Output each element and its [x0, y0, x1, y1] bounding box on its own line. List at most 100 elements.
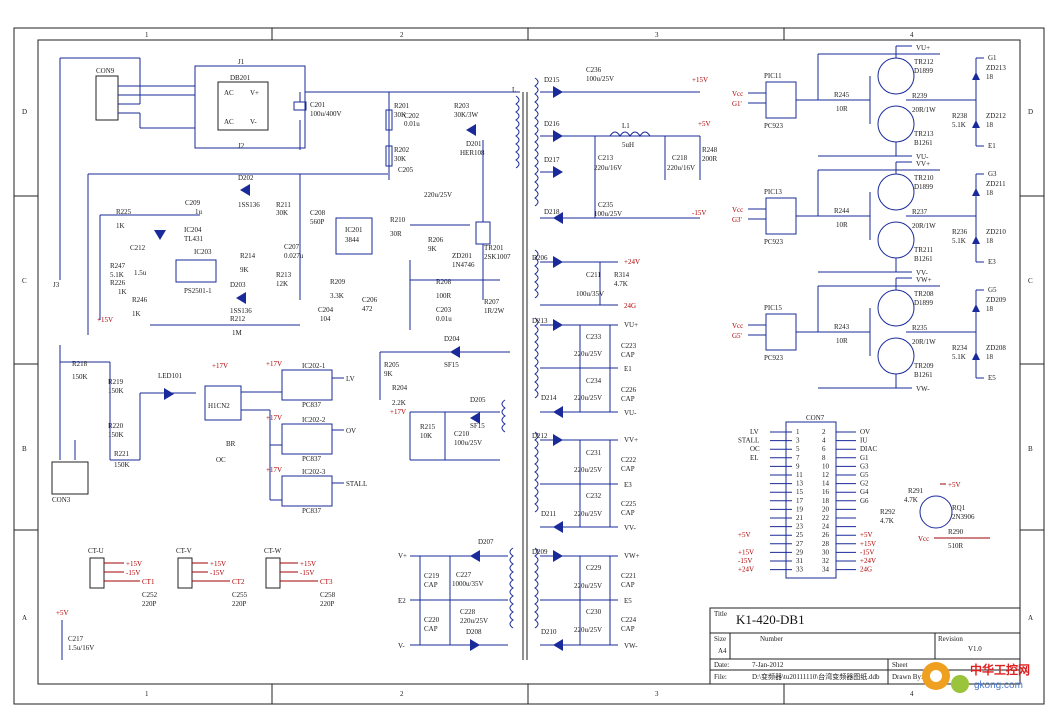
- rb-value: 5.1K: [952, 121, 966, 129]
- c252-label: C252: [142, 591, 158, 599]
- con7-section: CON7 1LV3STALL5OC7EL91113151719212325+5V…: [738, 414, 990, 579]
- zd-top-value: 18: [986, 73, 994, 81]
- plus17-ic2: +17V: [266, 414, 282, 422]
- con7-pin-left: 31: [796, 557, 804, 565]
- ct-w-connector: [265, 557, 281, 589]
- con7-pin-right: 34: [822, 566, 830, 574]
- c255-value: 220P: [232, 600, 247, 608]
- ic202-1-label: IC202-1: [302, 362, 326, 370]
- rin-value: 10R: [836, 337, 848, 345]
- c223-value: CAP: [621, 351, 635, 359]
- con7-pin-left: 23: [796, 523, 804, 531]
- plus15-rail: +15V: [692, 76, 708, 84]
- file-label: File:: [714, 673, 727, 681]
- ic201-value: 3844: [345, 236, 360, 244]
- outer-frame: [13, 27, 1045, 705]
- db201-vminus: V-: [250, 118, 257, 126]
- c221-value: CAP: [621, 581, 635, 589]
- con7-net-left: +5V: [738, 531, 751, 539]
- c221-label: C221: [621, 572, 637, 580]
- ct-w-plus15: +15V: [300, 560, 316, 568]
- ct-u-connector: [89, 557, 105, 589]
- grid-col-3b: 3: [655, 690, 659, 698]
- r213-label: R213: [276, 271, 292, 279]
- tr-bot-value: B1261: [914, 255, 933, 263]
- rg-value: 20R/1W: [912, 222, 936, 230]
- size-label: Size: [714, 635, 726, 643]
- tr-top-label: TR210: [914, 174, 934, 182]
- c226-value: CAP: [621, 395, 635, 403]
- con7-net-right: G1: [860, 454, 869, 462]
- grid-row-a-r: A: [1028, 614, 1033, 622]
- r201-label: R201: [394, 102, 410, 110]
- r292-label: R292: [880, 508, 896, 516]
- con7-pin-left: 3: [796, 437, 800, 445]
- c231-label: C231: [586, 449, 602, 457]
- vp-rail: V+: [398, 552, 407, 560]
- con7-pin-right: 10: [822, 462, 830, 470]
- c230-value: 220u/25V: [574, 626, 602, 634]
- c203-value: 0.01u: [436, 315, 452, 323]
- grid-row-d-r: D: [1028, 108, 1033, 116]
- gate-output-net: G5: [988, 286, 997, 294]
- title-block-frame: [709, 607, 1021, 685]
- rg-label: R237: [912, 208, 928, 216]
- con7-net-left: EL: [750, 454, 759, 462]
- sensor-section: R218 150K R219 150K R220 150K R221 150K …: [51, 335, 510, 515]
- pc923-label: PC923: [764, 354, 784, 362]
- con7-pin-left: 19: [796, 505, 804, 513]
- gate-input-net: G5': [732, 332, 742, 340]
- grid-col-2b: 2: [400, 690, 404, 698]
- con7-net-left: LV: [750, 428, 759, 436]
- revision-label: Revision: [938, 635, 963, 643]
- con7-pin-right: 28: [822, 540, 830, 548]
- con7-net-left: OC: [750, 445, 760, 453]
- rg-label: R239: [912, 92, 928, 100]
- c205-label: C205: [398, 166, 414, 174]
- c225-label: C225: [621, 500, 637, 508]
- rq1-vcc: Vcc: [918, 535, 929, 543]
- rg-label: R235: [912, 324, 928, 332]
- r314-label: R314: [614, 271, 630, 279]
- con7-net-right: 24G: [860, 566, 872, 574]
- inner-frame: [37, 39, 1021, 685]
- ic202-1-opto: [281, 369, 333, 401]
- r215-label: R215: [420, 423, 436, 431]
- c228-value: 220u/25V: [460, 617, 488, 625]
- size-value: A4: [718, 647, 727, 655]
- con9-connector: [95, 75, 119, 121]
- r220-value: 150K: [108, 431, 124, 439]
- tr-bot-label: TR209: [914, 362, 934, 370]
- rq1-transistor: [919, 495, 953, 529]
- tr-top-value: D1899: [914, 299, 934, 307]
- tr-bot-value: B1261: [914, 139, 933, 147]
- con7-connector: [785, 421, 837, 579]
- title-block: Title K1-420-DB1 Size A4 Number Revision…: [709, 607, 1021, 685]
- con7-net-right: +24V: [860, 557, 876, 565]
- c224-value: CAP: [621, 625, 635, 633]
- db201-vplus: V+: [250, 89, 259, 97]
- d214-label: D214: [541, 394, 557, 402]
- zd-bot-value: 18: [986, 353, 994, 361]
- d217-label: D217: [544, 156, 560, 164]
- number-label: Number: [760, 635, 784, 643]
- rin-value: 10R: [836, 221, 848, 229]
- ct-u-minus15: -15V: [126, 569, 140, 577]
- drawn-label: Drawn By:: [892, 673, 923, 681]
- c208-value: 560P: [310, 218, 325, 226]
- r201-value: 30K: [394, 111, 406, 119]
- vcc-net: Vcc: [732, 322, 743, 330]
- c223-label: C223: [621, 342, 637, 350]
- r207-label: R207: [484, 298, 500, 306]
- vcc-net: Vcc: [732, 90, 743, 98]
- pc923-label: PC923: [764, 238, 784, 246]
- vu-minus-rail: VU-: [624, 409, 637, 417]
- d216-label: D216: [544, 120, 560, 128]
- con7-net-left: -15V: [738, 557, 752, 565]
- vv-plus-rail: VV+: [624, 436, 638, 444]
- con7-pin-left: 21: [796, 514, 804, 522]
- c210-label: C210: [454, 430, 470, 438]
- d204-value: SF15: [444, 361, 459, 369]
- d218-label: D218: [544, 208, 560, 216]
- ct-w-minus15: -15V: [300, 569, 314, 577]
